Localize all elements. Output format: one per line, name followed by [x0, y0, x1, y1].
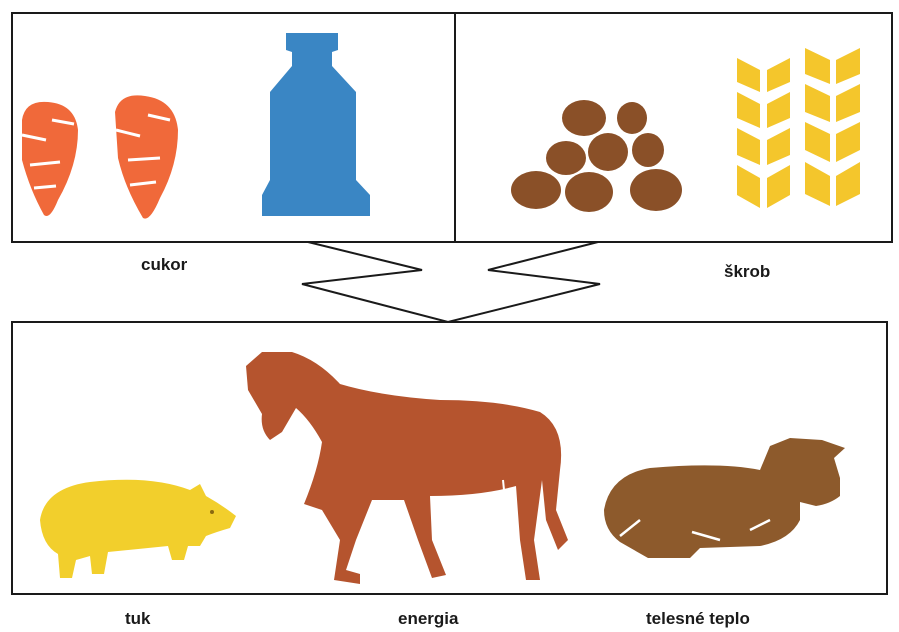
label-telesne-teplo: telesné teplo	[646, 609, 750, 629]
label-cukor: cukor	[141, 255, 187, 275]
label-energia: energia	[398, 609, 458, 629]
merge-arrow	[302, 242, 600, 322]
top-left-panel	[12, 13, 455, 242]
top-right-panel	[455, 13, 892, 242]
label-tuk: tuk	[125, 609, 151, 629]
label-skrob: škrob	[724, 262, 770, 282]
